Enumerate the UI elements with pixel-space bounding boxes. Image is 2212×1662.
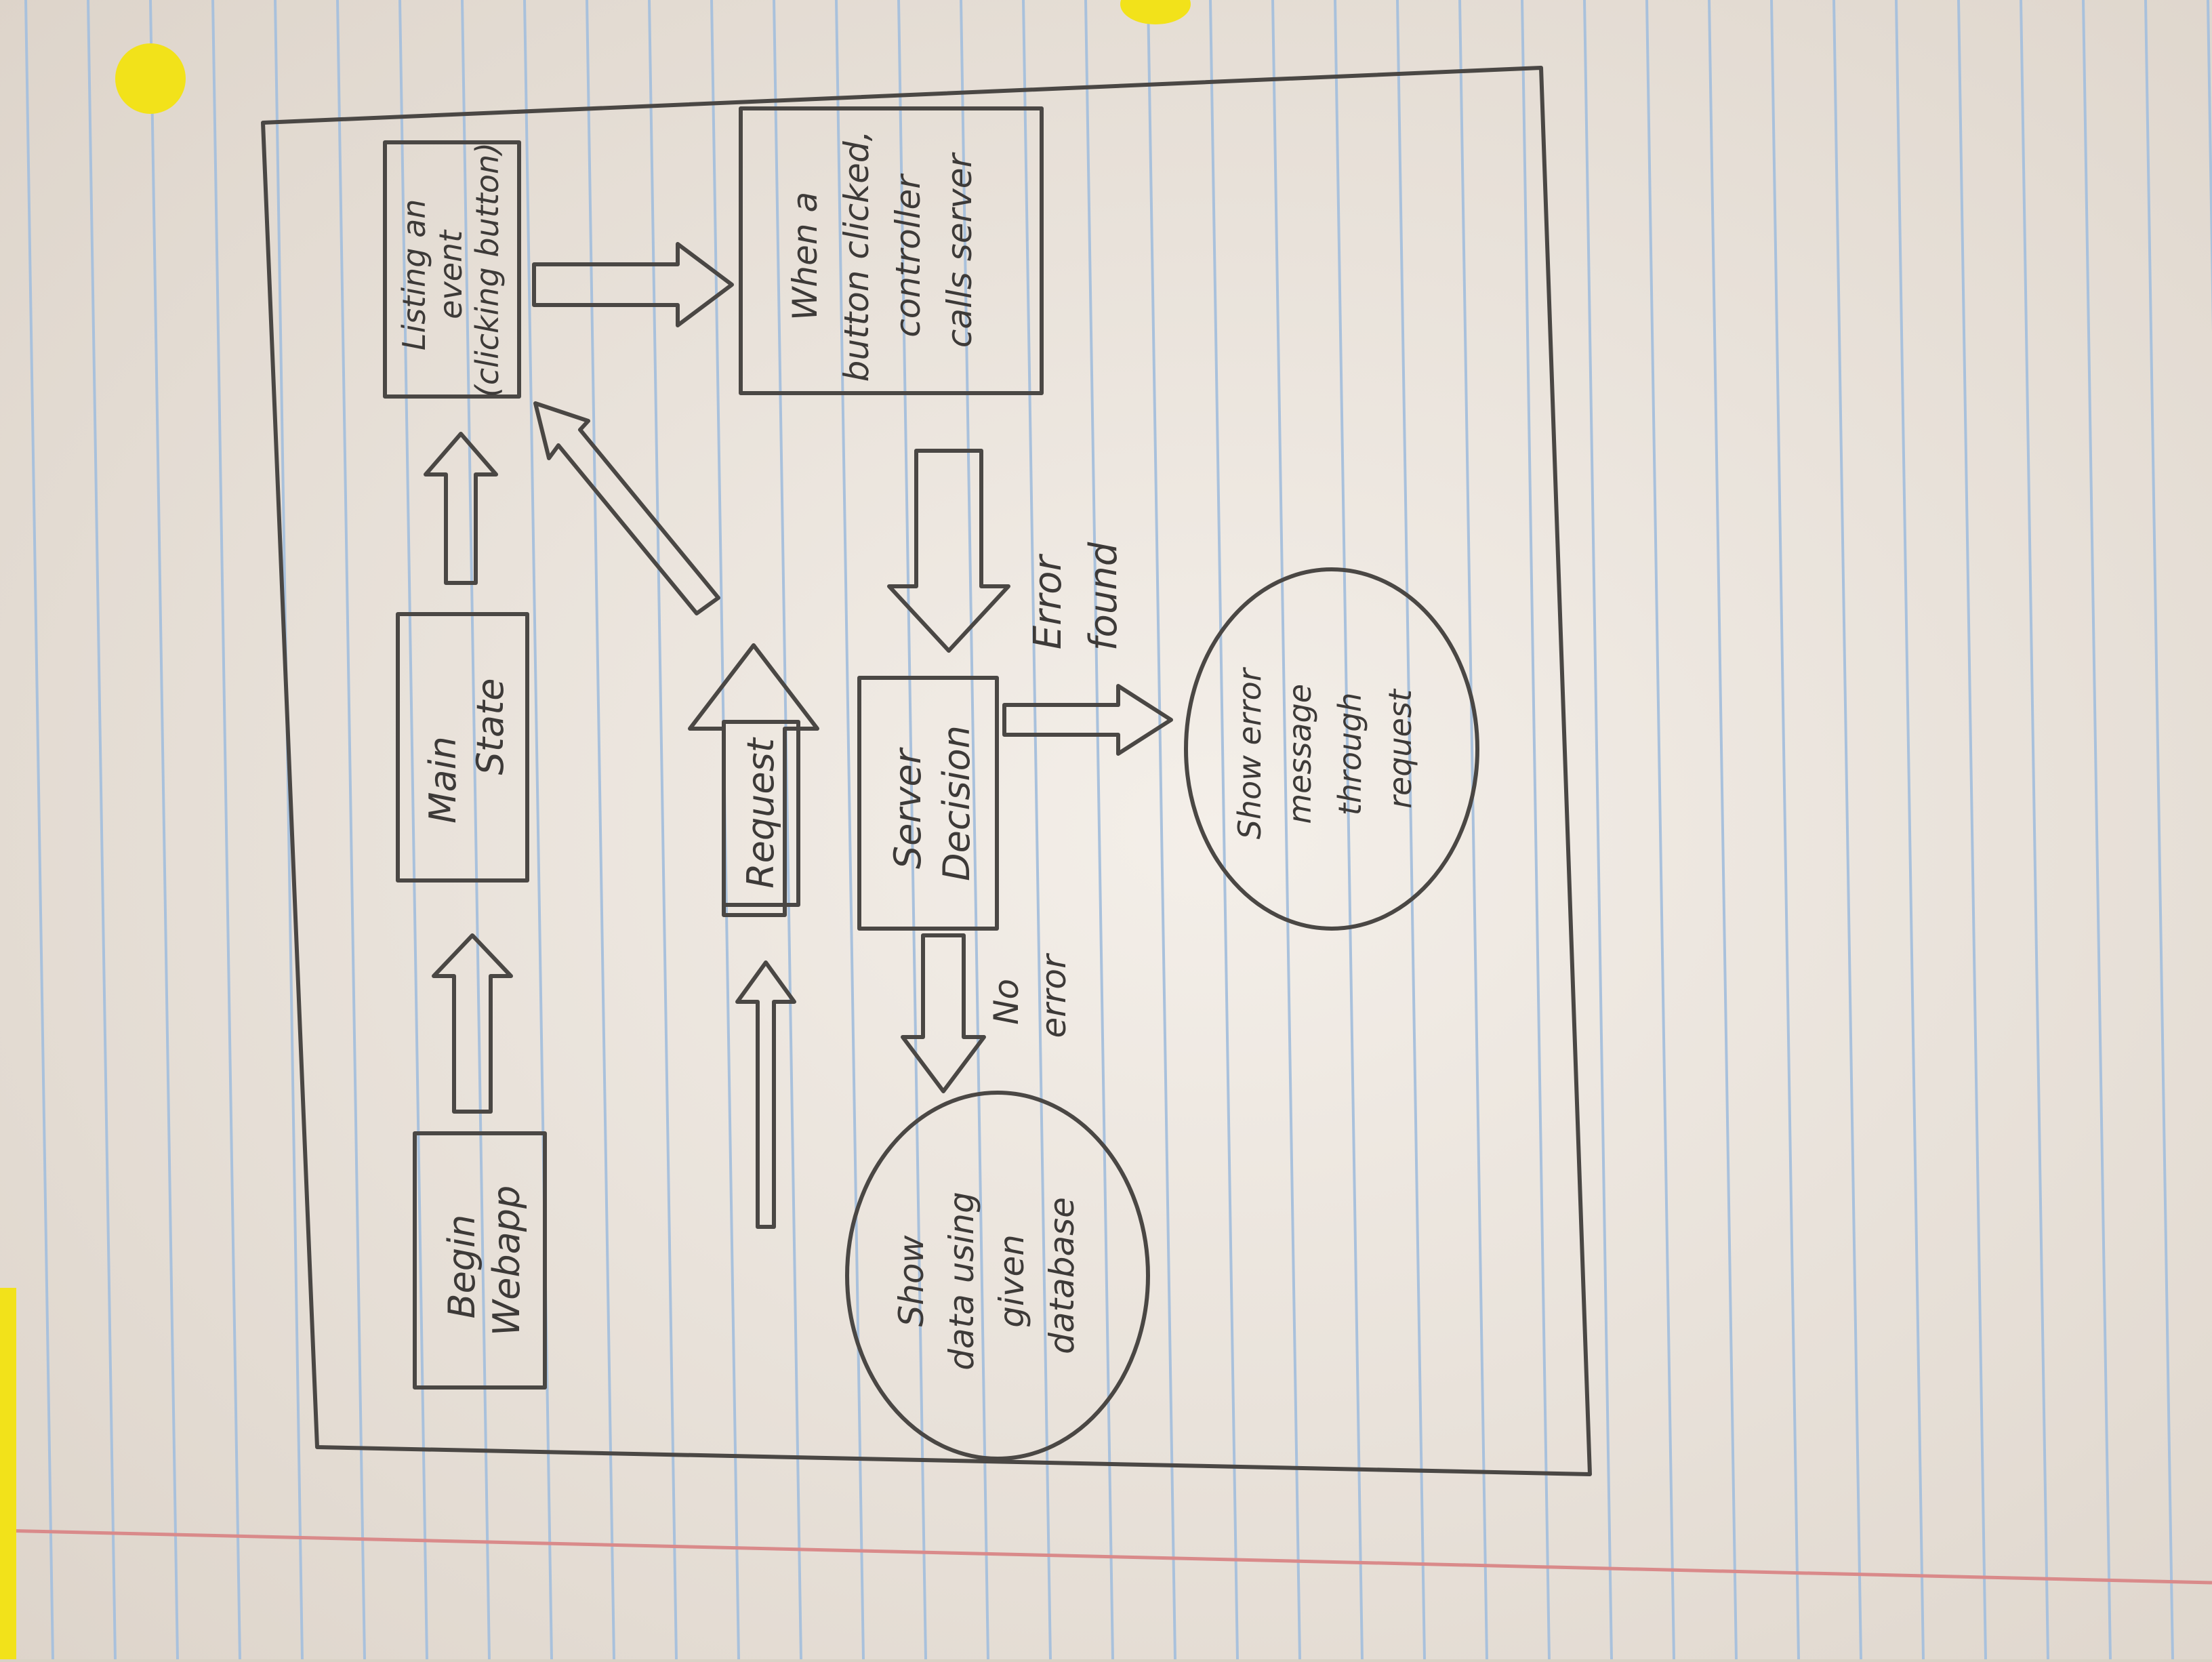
ruled-line xyxy=(1458,0,1488,1660)
no-error-label: No error xyxy=(987,952,1073,1038)
diagram-border xyxy=(261,66,1592,1476)
ruled-line xyxy=(2144,0,2174,1660)
ruled-line xyxy=(1084,0,1114,1660)
ruled-line xyxy=(1209,0,1239,1660)
arrow-main-to-listing xyxy=(424,432,498,585)
arrow-no-error xyxy=(901,933,986,1093)
ruled-line xyxy=(211,0,241,1660)
arrow-error-found xyxy=(1002,684,1173,756)
ruled-line xyxy=(523,0,553,1660)
ruled-line xyxy=(1022,0,1052,1660)
arrow-data-to-request xyxy=(735,960,796,1229)
ruled-line xyxy=(1770,0,1800,1660)
ruled-line xyxy=(1521,0,1551,1660)
ruled-line xyxy=(87,0,117,1660)
request-label: Request xyxy=(739,737,782,889)
ruled-line xyxy=(1147,0,1176,1660)
ruled-line xyxy=(835,0,865,1660)
begin-webapp-box xyxy=(413,1131,547,1390)
error-found-label: Error found xyxy=(1026,542,1126,651)
main-state-box xyxy=(396,612,529,883)
ruled-line xyxy=(24,0,54,1660)
arrow-request-to-listing xyxy=(533,401,720,615)
ruled-line xyxy=(1334,0,1364,1660)
ruled-line xyxy=(336,0,366,1660)
show-error-label: Show error message through request xyxy=(1231,659,1418,840)
listing-event-box xyxy=(383,140,521,399)
show-data-label: Show data using given database xyxy=(892,1181,1082,1370)
hole-reinforcement xyxy=(115,43,186,114)
ruled-line xyxy=(1895,0,1925,1660)
begin-webapp-label: Begin Webapp xyxy=(441,1185,528,1337)
ruled-line xyxy=(586,0,615,1660)
listing-event-label: Listing an event (clicking button) xyxy=(396,142,506,397)
main-state-label: Main State xyxy=(422,678,512,824)
show-data-ellipse xyxy=(845,1091,1150,1461)
ruled-line xyxy=(960,0,989,1660)
ruled-line xyxy=(897,0,927,1660)
show-error-ellipse xyxy=(1184,567,1479,931)
ruled-line xyxy=(1583,0,1613,1660)
ruled-line xyxy=(773,0,802,1660)
ruled-line xyxy=(1708,0,1738,1660)
ruled-line xyxy=(1832,0,1862,1660)
ruled-line xyxy=(648,0,678,1660)
ruled-line xyxy=(149,0,179,1660)
ruled-line xyxy=(274,0,304,1660)
controller-label: When a button clicked, controller calls … xyxy=(785,120,979,382)
arrow-begin-to-main xyxy=(432,933,513,1114)
ruled-line xyxy=(2020,0,2049,1660)
controller-box xyxy=(739,106,1044,395)
ruled-line xyxy=(1271,0,1301,1660)
arrow-request-up xyxy=(688,643,819,917)
ruled-line xyxy=(1396,0,1426,1660)
arrow-controller-to-decision xyxy=(887,449,1010,653)
ruled-line xyxy=(461,0,491,1660)
ruled-line xyxy=(1645,0,1675,1660)
hole-reinforcement xyxy=(1120,0,1191,24)
left-yellow-edge xyxy=(0,1288,16,1659)
ruled-line xyxy=(1957,0,1987,1660)
arrow-listing-to-controller xyxy=(532,242,734,327)
server-decision-box xyxy=(857,676,999,931)
ruled-line xyxy=(398,0,428,1660)
ruled-lines xyxy=(24,0,2212,1660)
ruled-line xyxy=(2082,0,2112,1660)
margin-line xyxy=(0,1528,2212,1585)
server-decision-label: Server Decision xyxy=(886,725,978,881)
